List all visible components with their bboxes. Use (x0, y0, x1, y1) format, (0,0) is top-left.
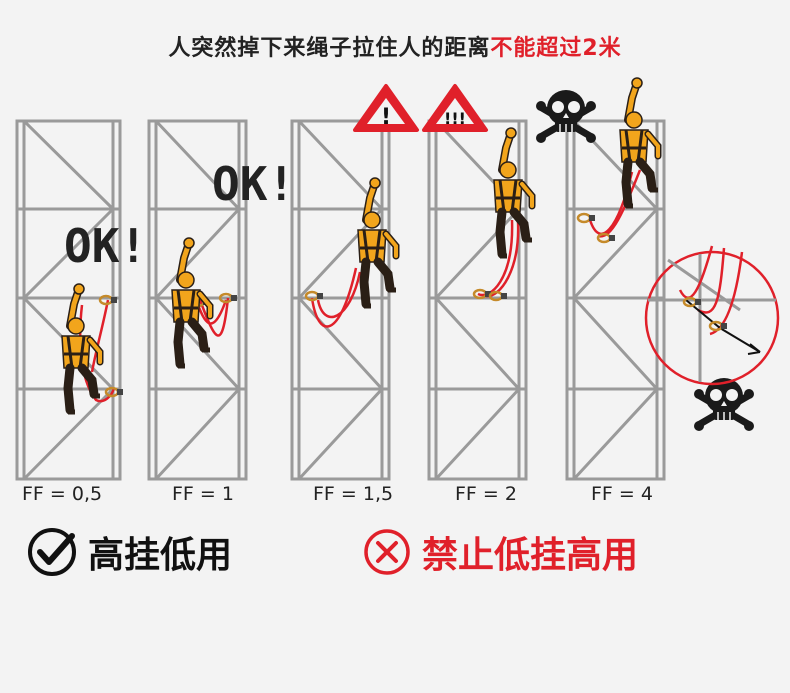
cross-circle-icon (364, 529, 410, 575)
page-title: 人突然掉下来绳子拉住人的距离不能超过2米 (0, 30, 790, 62)
scaffold-frame-2 (147, 119, 248, 481)
zoom-detail-circle (644, 245, 780, 386)
warning-sign-text-1: ! (381, 105, 391, 130)
worker-figure-5 (620, 78, 658, 206)
ff-label-1: FF = 0,5 (22, 483, 103, 505)
hook-icon (576, 212, 597, 224)
lanyard-5b (597, 169, 642, 238)
skull-icon (694, 378, 754, 431)
title-main-text: 人突然掉下来绳子拉住人的距离 (168, 36, 491, 61)
ok-mark-1: OK! (64, 219, 147, 273)
worker-figure-2 (172, 238, 210, 366)
correct-usage-text: 高挂低用 (88, 535, 233, 576)
lanyard-3 (310, 267, 358, 328)
hook-icon (596, 232, 617, 244)
ff-label-4: FF = 2 (455, 483, 517, 505)
hook-icon (682, 296, 703, 308)
lanyard-3b (316, 271, 362, 319)
lanyard-1b (90, 299, 110, 373)
hook-icon (304, 290, 325, 302)
scaffold-frame-3 (290, 119, 391, 481)
worker-figure-1 (62, 284, 100, 412)
ff-label-5: FF = 4 (591, 483, 653, 505)
ff-label-3: FF = 1,5 (313, 483, 394, 505)
hook-icon (98, 294, 119, 306)
check-circle-icon (28, 528, 76, 576)
forbidden-usage-legend: 禁止低挂高用 (362, 526, 638, 578)
warning-sign-text-2: !!! (444, 109, 466, 128)
correct-usage-legend: 高挂低用 (26, 526, 232, 578)
warning-triangle-icon: ! (353, 84, 419, 132)
lanyards (78, 169, 642, 403)
ok-mark-2: OK! (212, 157, 295, 211)
forbidden-usage-text: 禁止低挂高用 (422, 535, 639, 576)
lanyard-4 (477, 219, 514, 297)
lanyard-2b (198, 297, 230, 337)
scaffold-frame-1 (15, 119, 122, 481)
ff-label-2: FF = 1 (172, 483, 234, 505)
title-warning-text: 不能超过2米 (490, 36, 622, 61)
warning-triangle-icon: !!! (422, 84, 488, 132)
